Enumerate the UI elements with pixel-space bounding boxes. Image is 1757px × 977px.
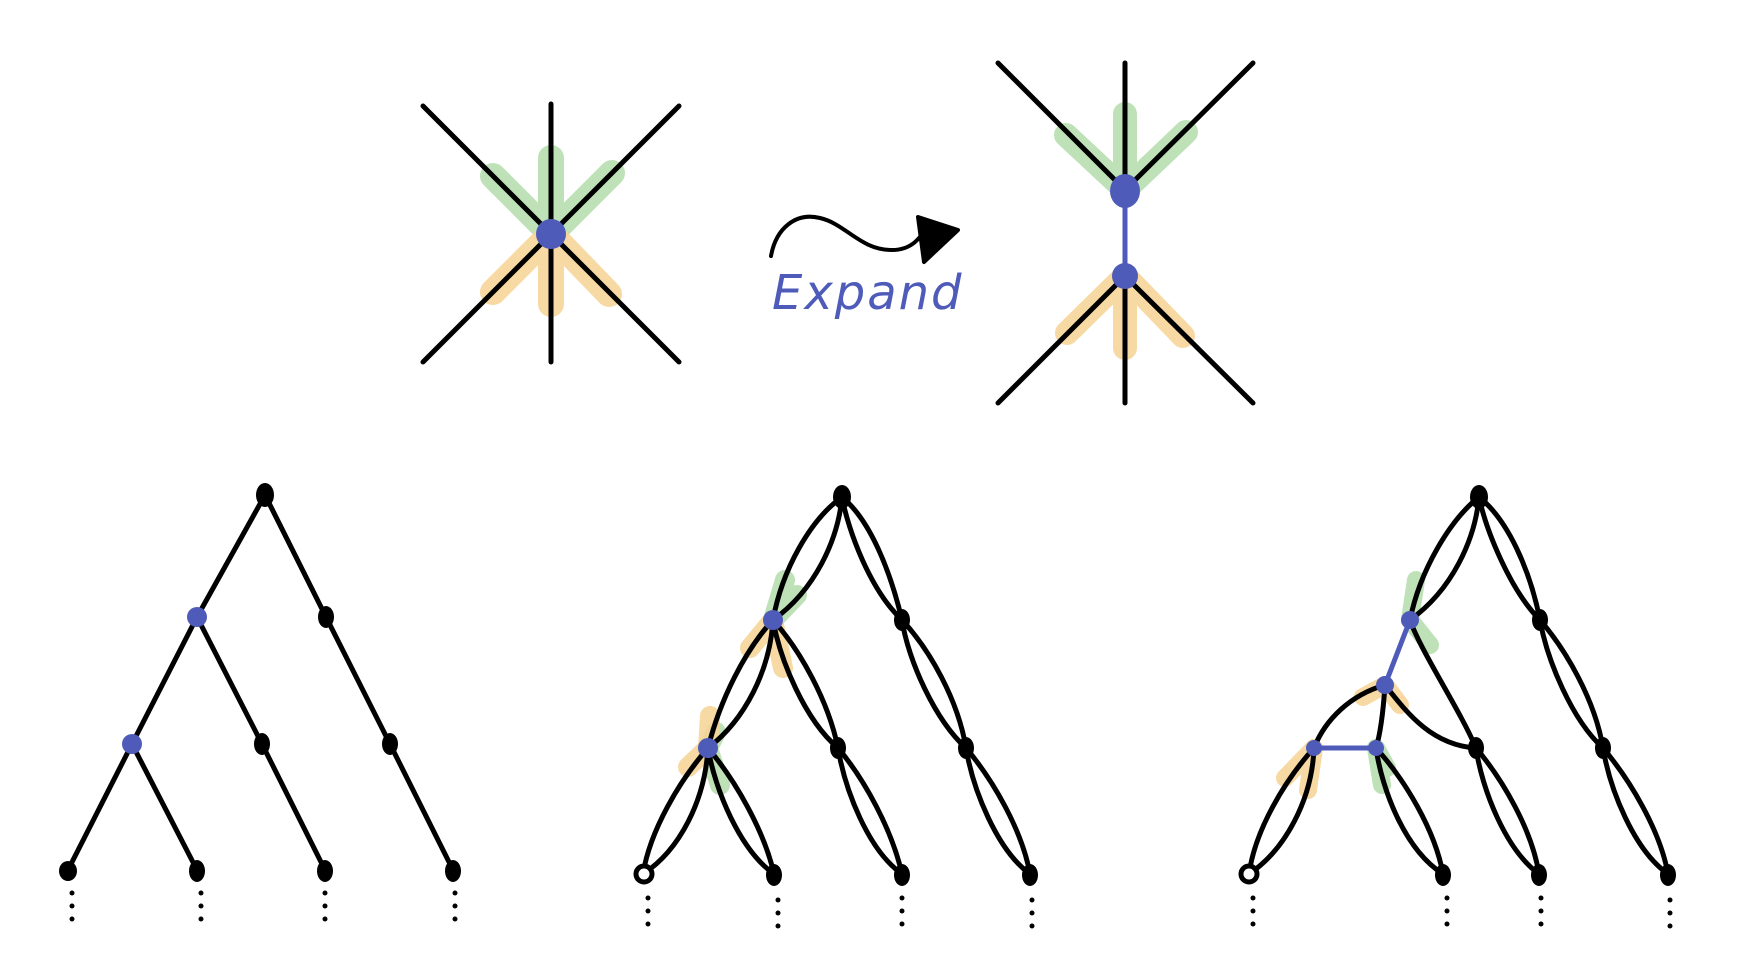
center-vertex	[536, 219, 566, 249]
doubled-tree-expanded	[1238, 485, 1676, 929]
arrowhead-icon	[916, 215, 960, 264]
upper-vertex	[1110, 174, 1140, 208]
tree-blue-vertices	[122, 607, 207, 754]
binary-tree	[59, 483, 461, 922]
expanded-black-vertices	[1435, 485, 1676, 886]
tree-black-vertices	[59, 483, 461, 882]
expand-label: Expand	[772, 265, 964, 321]
expanded-blue-vertices	[1306, 611, 1419, 756]
doubled-black-vertices	[766, 485, 1038, 886]
open-leaf-vertex	[633, 863, 655, 885]
expanded-blue-edges	[1311, 617, 1413, 751]
star-vertex-after	[995, 60, 1256, 406]
vertical-ellipsis-icon	[645, 895, 1035, 929]
doubled-blue-vertices	[698, 610, 783, 758]
tree-edges	[65, 492, 456, 873]
vertical-ellipsis-icon	[1250, 895, 1673, 929]
lower-vertex	[1112, 263, 1138, 289]
vertical-ellipsis-icon	[69, 890, 458, 922]
doubled-edges	[640, 494, 1033, 877]
expand-arrow: Expand	[769, 214, 964, 321]
expanded-doubled-edges	[1246, 494, 1671, 877]
doubled-tree	[633, 485, 1038, 929]
star-vertex-before	[420, 101, 682, 365]
open-leaf-vertex	[1238, 863, 1260, 885]
expanded-edges	[995, 60, 1256, 406]
curly-arrow-icon	[769, 214, 930, 258]
